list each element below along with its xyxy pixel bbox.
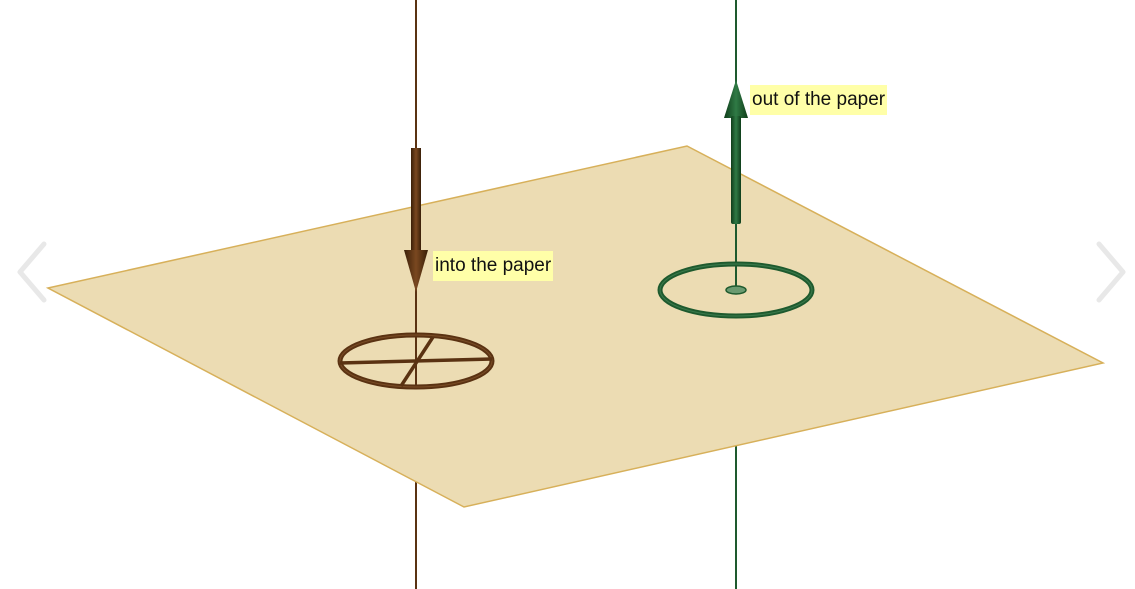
next-slide-button[interactable]: [1091, 240, 1131, 304]
chevron-right-icon: [1096, 241, 1126, 303]
into-paper-cross-symbol: [337, 332, 495, 390]
out-paper-arrow: [724, 80, 748, 224]
paper-sheet: [45, 145, 1106, 508]
into-paper-arrow: [404, 148, 428, 292]
into-the-paper-label: into the paper: [433, 251, 554, 281]
chevron-left-icon: [17, 241, 47, 303]
previous-slide-button[interactable]: [12, 240, 52, 304]
out-paper-dot-symbol: [657, 261, 815, 319]
out-of-the-paper-label: out of the paper: [750, 85, 888, 115]
